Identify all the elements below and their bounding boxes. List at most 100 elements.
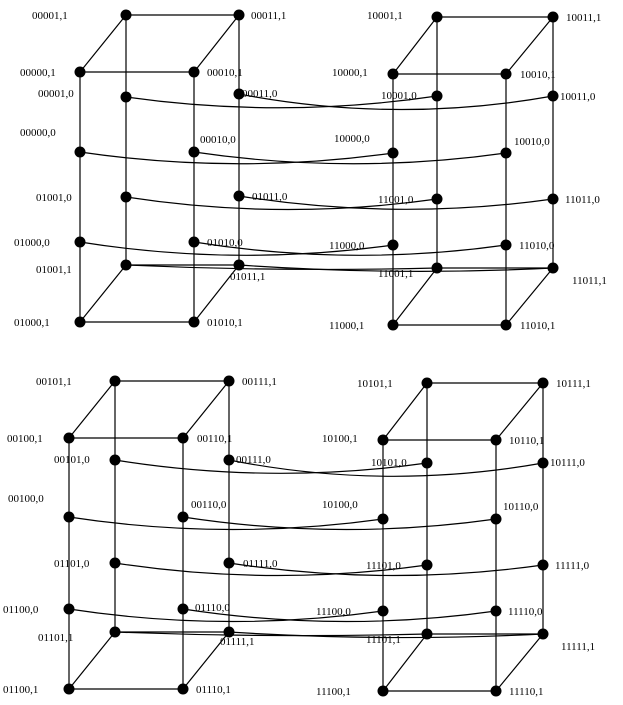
node-label: 00011,1 (251, 10, 286, 22)
node-01100-0 (63, 603, 75, 615)
cube-edge (68, 380, 116, 439)
node-label: 01110,1 (196, 684, 231, 696)
node-01000-0 (74, 236, 86, 248)
cube-edge (382, 633, 428, 692)
node-11011-0 (547, 193, 559, 205)
cube-edge (182, 380, 230, 439)
link-curve (114, 631, 428, 637)
node-label: 10100,0 (322, 499, 358, 511)
node-label: 00110,0 (191, 499, 227, 511)
node-label: 00000,0 (20, 127, 56, 139)
node-label: 01001,0 (36, 192, 72, 204)
node-label: 01011,1 (230, 271, 265, 283)
cube-edge (193, 264, 240, 323)
node-label: 01011,0 (252, 191, 288, 203)
node-10001-0 (431, 90, 443, 102)
node-00010-1 (188, 66, 200, 78)
node-00011-1 (233, 9, 245, 21)
cube-edge (182, 631, 230, 690)
node-label: 00111,1 (242, 376, 277, 388)
node-10100-0 (377, 513, 389, 525)
node-00000-1 (74, 66, 86, 78)
link-curve (68, 516, 384, 531)
link-curve (182, 608, 497, 623)
node-label: 10110,1 (509, 435, 544, 447)
node-label: 01110,0 (195, 602, 230, 614)
node-10111-1 (537, 377, 549, 389)
link-curve (193, 151, 507, 165)
node-11111-0 (537, 559, 549, 571)
node-label: 10100,1 (322, 433, 358, 445)
node-11010-0 (500, 239, 512, 251)
link-curve (228, 459, 544, 477)
node-10100-1 (377, 434, 389, 446)
node-label: 01111,1 (220, 636, 255, 648)
node-00111-1 (223, 375, 235, 387)
node-label: 11011,1 (572, 275, 607, 287)
node-label: 01101,1 (38, 632, 73, 644)
node-00111-0 (223, 454, 235, 466)
node-label: 10000,1 (332, 67, 368, 79)
cube-edge (505, 267, 554, 326)
node-01101-0 (109, 557, 121, 569)
node-label: 01010,1 (207, 317, 243, 329)
link-curve (114, 562, 428, 577)
node-11110-0 (490, 605, 502, 617)
node-01110-1 (177, 683, 189, 695)
node-label: 10001,0 (381, 90, 417, 102)
link-curve (182, 516, 497, 531)
node-label: 00000,1 (20, 67, 56, 79)
node-label: 11111,0 (555, 560, 590, 572)
node-10000-0 (387, 147, 399, 159)
node-00010-0 (188, 146, 200, 158)
node-10110-0 (490, 513, 502, 525)
node-00101-1 (109, 375, 121, 387)
node-label: 00111,0 (236, 454, 271, 466)
link-curve (193, 241, 507, 256)
node-10101-0 (421, 457, 433, 469)
node-11101-1 (421, 628, 433, 640)
node-label: 00110,1 (197, 433, 232, 445)
link-curve (238, 264, 554, 272)
node-01010-1 (188, 316, 200, 328)
node-label: 11010,1 (520, 320, 555, 332)
node-00100-1 (63, 432, 75, 444)
node-label: 10111,1 (556, 378, 591, 390)
node-label: 10101,0 (371, 457, 407, 469)
node-01011-0 (233, 190, 245, 202)
edge-layer (68, 14, 554, 692)
node-10011-0 (547, 90, 559, 102)
node-label: 01010,0 (207, 237, 243, 249)
node-label: 00101,1 (36, 376, 72, 388)
node-11111-1 (537, 628, 549, 640)
node-label: 01100,0 (3, 604, 39, 616)
link-curve (238, 195, 554, 210)
node-label: 10011,0 (560, 91, 596, 103)
node-label: 01001,1 (36, 264, 72, 276)
node-00000-0 (74, 146, 86, 158)
cube-edge (79, 14, 127, 73)
node-label: 11000,0 (329, 240, 365, 252)
node-label: 11100,1 (316, 686, 351, 698)
cube-edge (392, 16, 438, 75)
node-11101-0 (421, 559, 433, 571)
node-label: 01000,1 (14, 317, 50, 329)
node-label: 10110,0 (503, 501, 539, 513)
node-01100-1 (63, 683, 75, 695)
node-10110-1 (490, 434, 502, 446)
node-11011-1 (547, 262, 559, 274)
node-label: 00011,0 (242, 88, 278, 100)
node-label: 01101,0 (54, 558, 90, 570)
node-00011-0 (233, 88, 245, 100)
link-curve (68, 608, 384, 623)
node-label: 10011,1 (566, 12, 601, 24)
link-curve (125, 95, 438, 109)
node-label: 10101,1 (357, 378, 393, 390)
cube-edge (505, 16, 554, 75)
node-01010-0 (188, 236, 200, 248)
node-01110-0 (177, 603, 189, 615)
node-label: 00001,1 (32, 10, 68, 22)
node-label: 00100,1 (7, 433, 43, 445)
